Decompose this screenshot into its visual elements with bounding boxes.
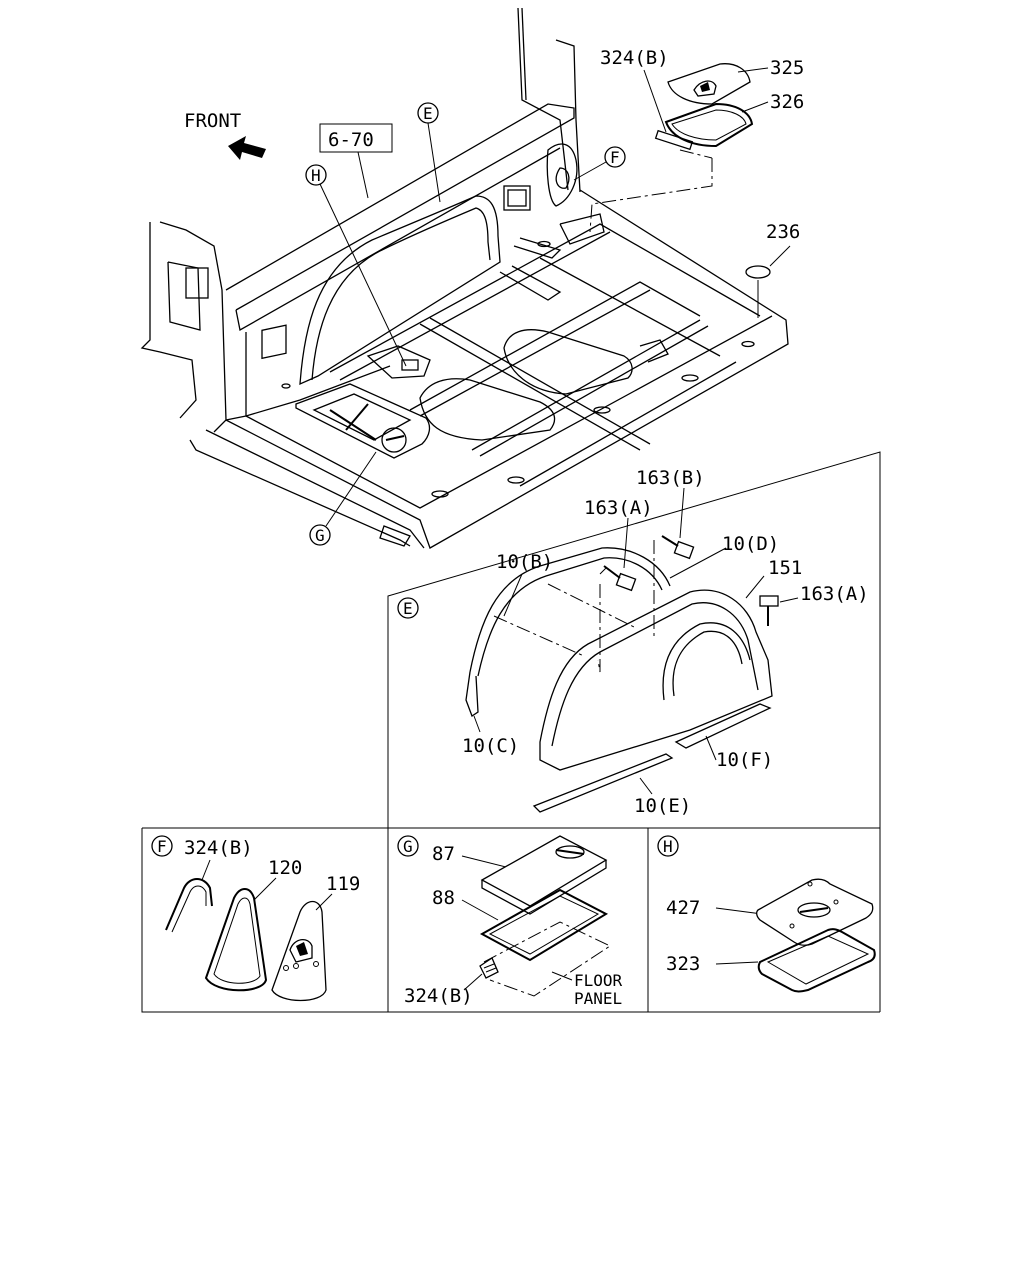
detail-h-callout: H	[663, 837, 673, 856]
part-label-324b-top: 324(B)	[600, 47, 669, 69]
part-label-120: 120	[268, 857, 302, 879]
callout-g-main: G	[315, 526, 325, 545]
detail-h: H 427 323	[657, 835, 876, 993]
part-label-324b-f: 324(B)	[184, 837, 253, 859]
seal-120-icon	[204, 888, 268, 992]
front-direction-indicator: FRONT	[184, 110, 266, 160]
page-reference-box: 6-70	[319, 123, 393, 199]
lid-87-icon	[480, 835, 608, 907]
part-label-163b: 163(B)	[636, 467, 705, 489]
bolt-163a-icon	[599, 565, 637, 592]
floor-assembly-illustration	[140, 7, 789, 549]
sill-parts-group: 324(B) 325 326	[589, 47, 804, 233]
page-reference-label: 6-70	[328, 129, 374, 151]
floor-panel-label-line2: PANEL	[574, 989, 622, 1008]
part-label-163a-right: 163(A)	[800, 583, 869, 605]
part-label-427: 427	[666, 897, 700, 919]
callout-f-main: F	[610, 148, 620, 167]
part-label-324b-g: 324(B)	[404, 985, 473, 1007]
plug-icon	[745, 265, 771, 279]
part-label-10b: 10(B)	[496, 551, 553, 573]
detail-f-callout: F	[157, 837, 167, 856]
part-label-163a-top: 163(A)	[584, 497, 653, 519]
detail-frames	[141, 451, 881, 1013]
gasket-88-icon	[479, 888, 609, 962]
strip-324b-icon	[165, 878, 213, 931]
part-label-10e: 10(E)	[634, 795, 691, 817]
front-label: FRONT	[184, 110, 241, 132]
part-label-325: 325	[770, 57, 804, 79]
part-label-10f: 10(F)	[716, 749, 773, 771]
part-label-87: 87	[432, 843, 455, 865]
part-label-326: 326	[770, 91, 804, 113]
detail-g: G 87 88 324(B) FLOOR PANEL	[397, 835, 623, 1008]
part-label-119: 119	[326, 873, 360, 895]
plate-427-icon	[756, 878, 874, 946]
detail-e-callout: E	[403, 599, 413, 618]
part-label-236: 236	[766, 221, 800, 243]
part-label-323: 323	[666, 953, 700, 975]
bolt-163b-icon	[661, 535, 695, 560]
bolt-163a-right-icon	[759, 595, 779, 626]
gasket-323-icon	[757, 928, 876, 993]
detail-e: E	[397, 467, 869, 817]
part-label-88: 88	[432, 887, 455, 909]
callout-e-main: E	[423, 104, 433, 123]
detail-f: F 324(B) 120 119	[151, 835, 360, 1002]
cover-119-icon	[271, 900, 327, 1002]
part-label-151: 151	[768, 557, 802, 579]
callout-h-main: H	[311, 166, 321, 185]
front-arrow-icon	[228, 136, 266, 160]
part-label-10c: 10(C)	[462, 735, 519, 757]
plug-236-group: 236	[745, 221, 800, 318]
main-callouts: E H F G	[305, 102, 626, 546]
detail-g-callout: G	[403, 837, 413, 856]
part-label-10d: 10(D)	[722, 533, 779, 555]
floor-panel-label-line1: FLOOR	[574, 971, 623, 990]
